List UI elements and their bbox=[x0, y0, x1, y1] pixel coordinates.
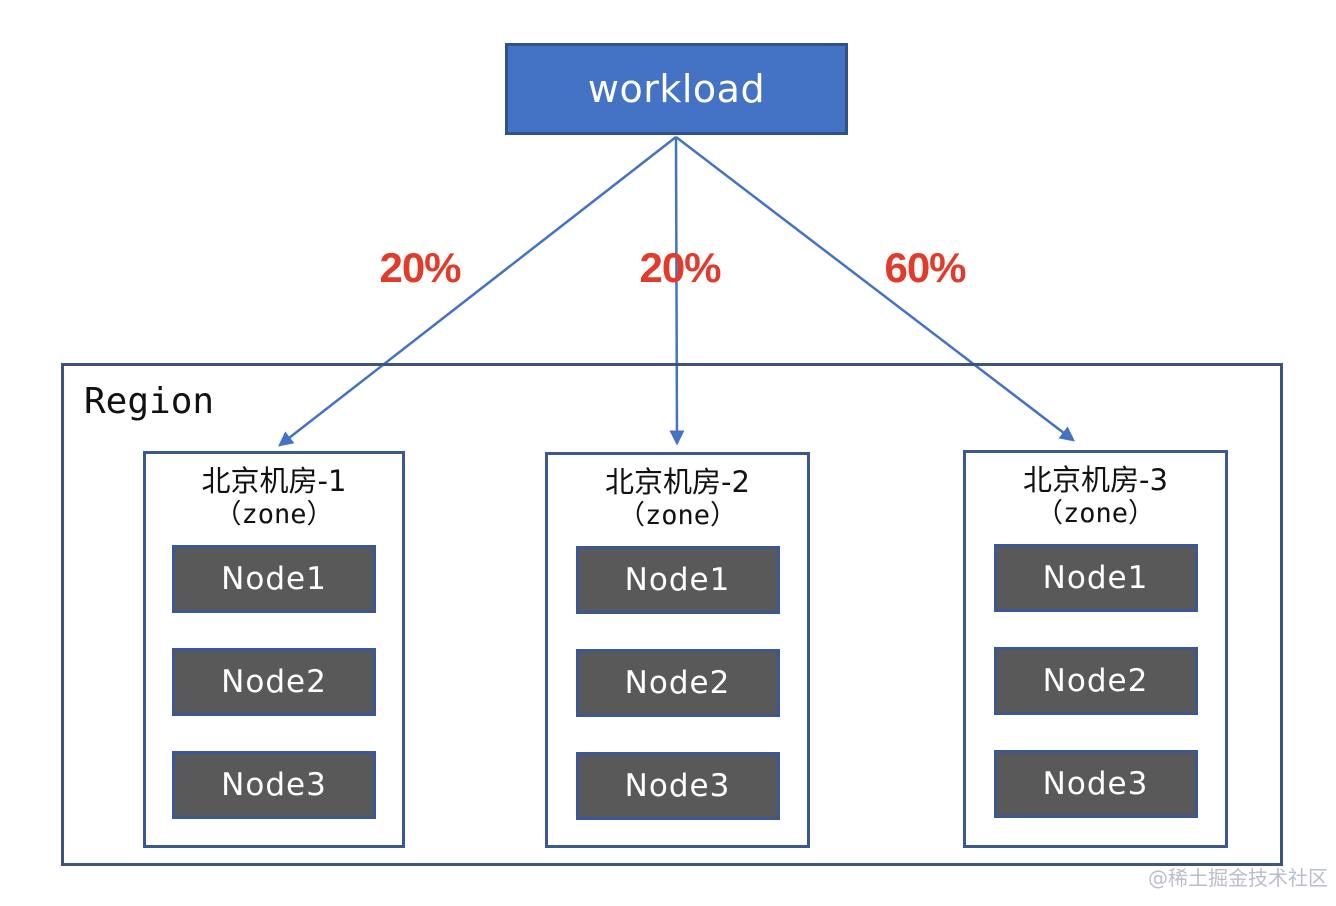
node-label: Node3 bbox=[1042, 766, 1149, 803]
node-label: Node1 bbox=[624, 562, 731, 599]
node-label: Node3 bbox=[624, 768, 731, 805]
zone-title: 北京机房-1 （zone） bbox=[202, 464, 347, 531]
zone-name: 北京机房-1 bbox=[201, 464, 347, 498]
node-label: Node2 bbox=[624, 665, 731, 702]
node-label: Node2 bbox=[1042, 663, 1149, 700]
edge-percent-3: 60% bbox=[884, 244, 966, 291]
edge-percent-2: 20% bbox=[639, 244, 721, 291]
node-box: Node2 bbox=[993, 647, 1198, 716]
node-box: Node3 bbox=[575, 752, 780, 821]
zone-subtitle: （zone） bbox=[214, 498, 334, 530]
zone-box-1: 北京机房-1 （zone） Node1 Node2 Node3 bbox=[143, 451, 405, 848]
node-box: Node2 bbox=[172, 648, 376, 717]
zone-subtitle: （zone） bbox=[1035, 497, 1155, 529]
zone-title: 北京机房-2 （zone） bbox=[605, 465, 750, 532]
watermark: @稀土掘金技术社区 bbox=[1148, 866, 1328, 890]
zone-box-2: 北京机房-2 （zone） Node1 Node2 Node3 bbox=[545, 452, 810, 848]
zone-name: 北京机房-2 bbox=[605, 465, 750, 499]
node-label: Node1 bbox=[221, 561, 327, 598]
workload-label: workload bbox=[587, 67, 766, 111]
node-label: Node2 bbox=[221, 664, 327, 701]
node-label: Node1 bbox=[1042, 560, 1149, 597]
zone-box-3: 北京机房-3 （zone） Node1 Node2 Node3 bbox=[963, 450, 1228, 848]
edge-percent-1: 20% bbox=[379, 244, 461, 291]
zone-subtitle: （zone） bbox=[617, 499, 737, 531]
node-box: Node3 bbox=[993, 750, 1198, 819]
region-box bbox=[61, 363, 1283, 866]
node-box: Node3 bbox=[172, 751, 376, 820]
node-box: Node1 bbox=[575, 546, 780, 615]
zone-name: 北京机房-3 bbox=[1023, 463, 1168, 497]
node-box: Node2 bbox=[575, 649, 780, 718]
node-box: Node1 bbox=[172, 545, 376, 614]
node-label: Node3 bbox=[221, 767, 327, 804]
workload-box: workload bbox=[505, 43, 848, 135]
zone-title: 北京机房-3 （zone） bbox=[1023, 463, 1168, 530]
region-label: Region bbox=[84, 381, 215, 422]
node-box: Node1 bbox=[993, 544, 1198, 613]
